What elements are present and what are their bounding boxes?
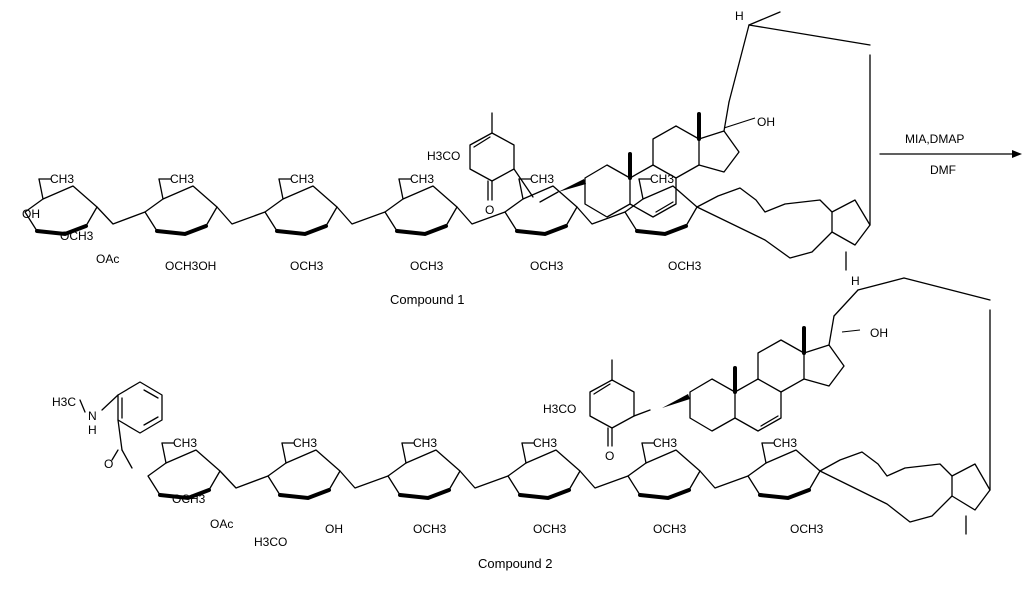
c1-ch3-r4: CH3	[410, 172, 434, 186]
c2-nh-h: H	[88, 423, 97, 437]
c2-oac-r1: OAc	[210, 517, 233, 531]
c2-och3-r4: OCH3	[533, 522, 567, 536]
c1-och3-r3: OCH3	[290, 259, 324, 273]
c1-carbonyl-o: O	[485, 203, 494, 217]
c1-oh-terminal: OH	[22, 207, 40, 221]
c1-ch3-r5: CH3	[530, 172, 554, 186]
c2-och3-r6: OCH3	[790, 522, 824, 536]
c2-oh-r2: OH	[325, 522, 343, 536]
c2-ch3-r2: CH3	[293, 436, 317, 450]
compound-1-caption: Compound 1	[390, 292, 464, 307]
compound-1-aglycone	[469, 11, 871, 226]
c1-och3oh-r2: OCH3OH	[165, 259, 216, 273]
c1-och3-r5: OCH3	[530, 259, 564, 273]
compound-1: Compound 1 OH OCH3 OAc OCH3OH OCH3 OCH3 …	[22, 9, 871, 307]
c2-och3-r5: OCH3	[653, 522, 687, 536]
c1-oac-r1: OAc	[96, 252, 119, 266]
c1-och3-r4: OCH3	[410, 259, 444, 273]
c2-h3co-r2: H3CO	[254, 535, 287, 549]
reaction-arrow: MIA,DMAP DMF	[879, 132, 1022, 177]
c2-h-label: H	[851, 274, 860, 288]
c2-ch3-r4: CH3	[533, 436, 557, 450]
c2-steroid-oh: OH	[870, 326, 888, 340]
c1-h3co-pyranone: H3CO	[427, 149, 460, 163]
c1-ch3-r2: CH3	[170, 172, 194, 186]
c2-ch3-r3: CH3	[413, 436, 437, 450]
c2-ch3-r1: CH3	[173, 436, 197, 450]
reagents-top: MIA,DMAP	[905, 132, 964, 146]
c1-ch3-r6: CH3	[650, 172, 674, 186]
c2-h3c-amine: H3C	[52, 395, 76, 409]
c1-h-label: H	[735, 9, 744, 23]
c2-h3co-pyranone: H3CO	[543, 402, 576, 416]
compound-2: Compound 2 H3C N H O OCH3 OAc H3CO OH OC…	[52, 274, 991, 571]
c2-carbonyl-o: O	[605, 449, 614, 463]
c1-ch3-r1: CH3	[50, 172, 74, 186]
c2-ch3-r5: CH3	[653, 436, 677, 450]
c2-ester-o: O	[104, 457, 113, 471]
c2-och3-r3: OCH3	[413, 522, 447, 536]
c2-ch3-r6: CH3	[773, 436, 797, 450]
compound-1-sugar-chain	[23, 177, 871, 271]
c1-steroid-oh: OH	[757, 115, 775, 129]
c2-och3-r1: OCH3	[172, 492, 206, 506]
c1-ch3-r3: CH3	[290, 172, 314, 186]
c1-och3-r1: OCH3	[60, 229, 94, 243]
c1-och3-r6: OCH3	[668, 259, 702, 273]
compound-2-caption: Compound 2	[478, 556, 552, 571]
compound-2-aglycone	[589, 277, 991, 491]
c2-n-amine: N	[88, 409, 97, 423]
compound-2-anthranilate	[79, 381, 163, 469]
compound-2-sugar-chain	[146, 441, 991, 535]
reagents-bottom: DMF	[930, 163, 956, 177]
